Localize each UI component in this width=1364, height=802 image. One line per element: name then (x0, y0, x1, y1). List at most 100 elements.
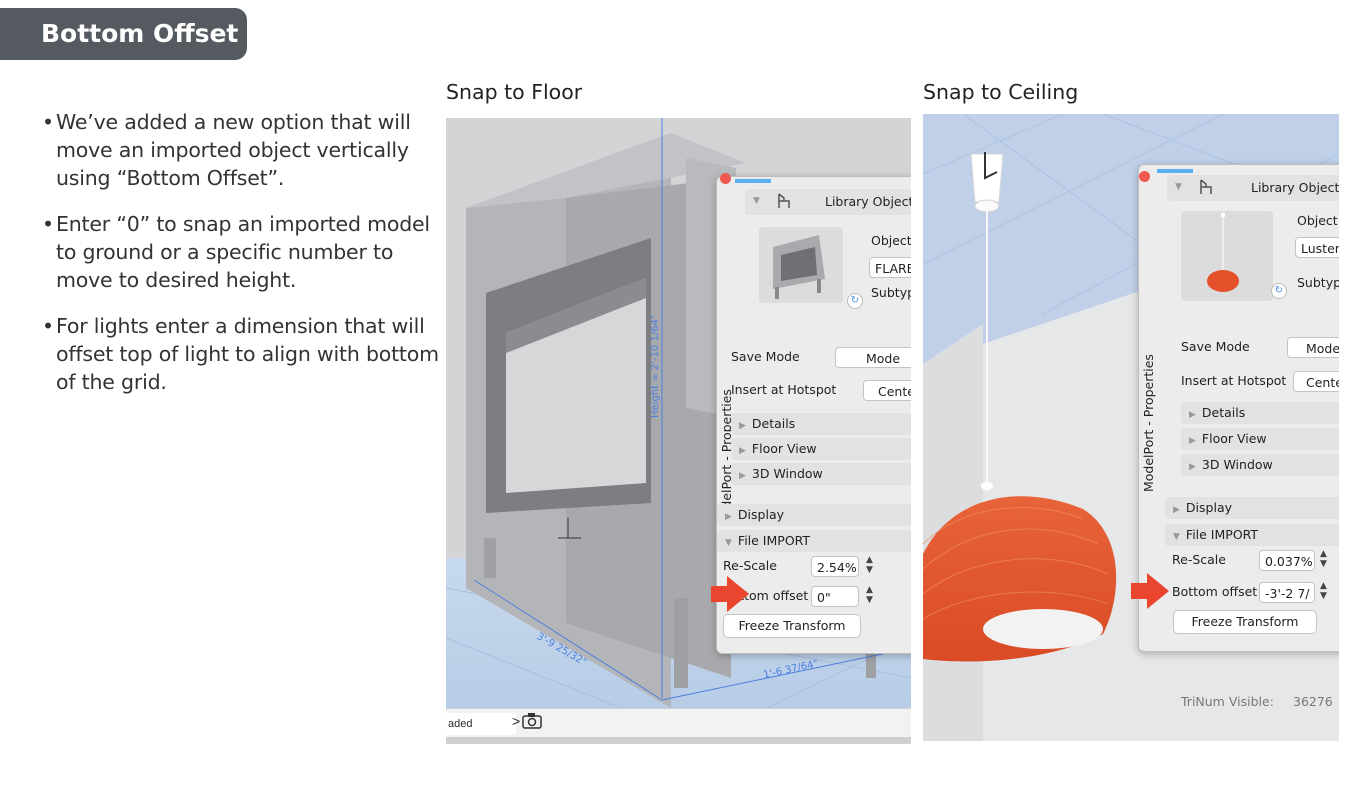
disclosure-closed-icon: ▶ (739, 471, 746, 481)
save-mode-select[interactable]: Mode (835, 347, 911, 368)
insert-hotspot-select[interactable]: Cente (1293, 371, 1339, 392)
bullet-text: For lights enter a dimension that will o… (56, 314, 439, 394)
dimension-height: Height = 2'-10 1/64" (650, 315, 661, 418)
section-label: File IMPORT (1185, 527, 1259, 542)
bottom-offset-stepper[interactable]: ▲▼ (1320, 581, 1327, 601)
trinum-label: TriNum Visible: (1180, 694, 1274, 709)
progress-indicator (1157, 169, 1193, 173)
section-details[interactable]: ▶ Details (731, 413, 911, 435)
section-label: 3D Window (1201, 457, 1273, 472)
insert-hotspot-select[interactable]: Cente (863, 380, 911, 401)
section-label: File IMPORT (737, 533, 811, 548)
disclosure-open-icon: ▼ (753, 196, 760, 206)
bullet-item: •For lights enter a dimension that will … (42, 314, 439, 394)
disclosure-closed-icon: ▶ (739, 421, 746, 431)
rescale-label: Re-Scale (1172, 552, 1226, 567)
freeze-transform-button[interactable]: Freeze Transform (1173, 610, 1317, 634)
arrow-right-icon (711, 576, 749, 612)
save-mode-select[interactable]: Mode (1287, 337, 1339, 358)
section-3d-window[interactable]: ▶ 3D Window (1181, 454, 1339, 476)
disclosure-open-icon: ▼ (1175, 182, 1182, 192)
arrow-right-icon (1131, 573, 1169, 609)
bullet-item: •We’ve added a new option that will move… (42, 110, 411, 190)
bottom-offset-stepper[interactable]: ▲▼ (866, 585, 873, 605)
disclosure-closed-icon: ▶ (725, 512, 732, 522)
disclosure-open-icon: ▼ (725, 538, 732, 548)
close-button[interactable] (720, 173, 731, 184)
refresh-icon[interactable]: ↻ (1271, 283, 1287, 299)
section-details[interactable]: ▶ Details (1181, 402, 1339, 424)
object-thumbnail (1181, 211, 1273, 301)
panel-title: Library Object (825, 194, 911, 209)
caption-snap-floor: Snap to Floor (446, 80, 583, 104)
object-field[interactable]: FLARE (869, 257, 911, 278)
save-mode-label: Save Mode (731, 349, 800, 364)
section-label: Display (1185, 500, 1232, 515)
section-label: Display (737, 507, 784, 522)
camera-icon[interactable] (522, 712, 542, 729)
library-object-header[interactable]: ▼ Library Object (1167, 175, 1339, 201)
bullet-text: We’ve added a new option that will move … (56, 110, 411, 190)
insert-hotspot-label: Insert at Hotspot (1181, 373, 1287, 388)
object-label: Object (1297, 213, 1338, 228)
bullet-text: Enter “0” to snap an imported model to g… (56, 212, 430, 292)
library-object-header[interactable]: ▼ Library Object (745, 189, 911, 215)
rescale-input[interactable]: 2.54% (811, 556, 859, 577)
object-thumbnail (759, 227, 843, 303)
save-mode-label: Save Mode (1181, 339, 1250, 354)
refresh-icon[interactable]: ↻ (847, 293, 863, 309)
floor-screenshot: Height = 2'-10 1/64" 3'-9 25/32" 1'-6 37… (446, 118, 911, 744)
chair-icon (1197, 178, 1215, 201)
section-file-import[interactable]: ▼ File IMPORT (717, 530, 911, 552)
bullet-list: •We’ve added a new option that will move… (42, 108, 441, 414)
subtype-label: Subtyp (871, 285, 911, 300)
caption-snap-ceiling: Snap to Ceiling (923, 80, 1079, 104)
status-field[interactable]: aded (446, 713, 516, 735)
object-label: Object (871, 233, 911, 248)
vertical-panel-label: ModelPort - Properties (1141, 354, 1156, 492)
object-field[interactable]: Luster (1295, 237, 1339, 258)
section-floor-view[interactable]: ▶ Floor View (1181, 428, 1339, 450)
disclosure-closed-icon: ▶ (1189, 462, 1196, 472)
disclosure-closed-icon: ▶ (1173, 505, 1180, 515)
disclosure-closed-icon: ▶ (739, 446, 746, 456)
rescale-stepper[interactable]: ▲▼ (866, 555, 873, 575)
disclosure-open-icon: ▼ (1173, 532, 1180, 542)
ceiling-screenshot: TriNum Visible: 36276 ModelPort - Proper… (923, 114, 1339, 741)
section-label: 3D Window (751, 466, 823, 481)
subtype-label: Subtyp (1297, 275, 1339, 290)
section-3d-window[interactable]: ▶ 3D Window (731, 463, 911, 485)
trinum-value: 36276 (1293, 694, 1333, 709)
bottom-offset-label: Bottom offset (1172, 584, 1258, 599)
section-display[interactable]: ▶ Display (717, 504, 911, 526)
section-floor-view[interactable]: ▶ Floor View (731, 438, 911, 460)
section-label: Floor View (751, 441, 817, 456)
bottom-offset-input[interactable]: 0" (811, 586, 859, 607)
status-bar: aded > (446, 708, 911, 744)
properties-panel: ModelPort - Properties ▼ Library Object … (716, 173, 911, 654)
section-label: Floor View (1201, 431, 1267, 446)
chevron-right-icon: > (512, 713, 521, 729)
freeze-transform-button[interactable]: Freeze Transform (723, 614, 861, 638)
origin-marker-icon (558, 518, 581, 539)
properties-panel: ModelPort - Properties ▼ Library Object … (1138, 164, 1339, 652)
rescale-label: Re-Scale (723, 558, 777, 573)
bottom-offset-input[interactable]: -3'-2 7/ (1259, 582, 1315, 603)
panel-title: Library Object (1251, 180, 1339, 195)
insert-hotspot-label: Insert at Hotspot (731, 382, 837, 397)
close-button[interactable] (1139, 171, 1150, 182)
disclosure-closed-icon: ▶ (1189, 410, 1196, 420)
page-title: Bottom Offset (41, 19, 239, 48)
section-file-import[interactable]: ▼ File IMPORT (1165, 524, 1339, 546)
header-tab: Bottom Offset (0, 8, 247, 60)
rescale-input[interactable]: 0.037% (1259, 550, 1315, 571)
section-label: Details (751, 416, 796, 431)
section-display[interactable]: ▶ Display (1165, 497, 1339, 519)
rescale-stepper[interactable]: ▲▼ (1320, 549, 1327, 569)
chair-icon (775, 192, 793, 216)
section-label: Details (1201, 405, 1246, 420)
disclosure-closed-icon: ▶ (1189, 436, 1196, 446)
scroll-track (446, 737, 911, 744)
bullet-item: •Enter “0” to snap an imported model to … (42, 212, 430, 292)
progress-indicator (735, 179, 771, 183)
